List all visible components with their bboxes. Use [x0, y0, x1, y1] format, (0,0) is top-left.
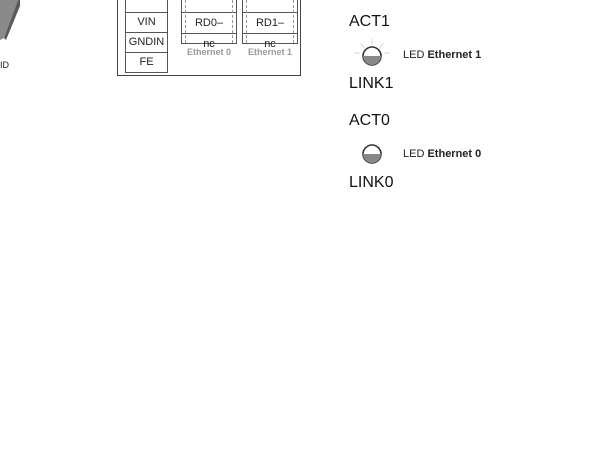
power-terminal-column: VIN GNDIN FE [125, 0, 168, 73]
led-glowing-icon [354, 39, 390, 66]
device-label: ID [0, 60, 9, 70]
link1-label: LINK1 [349, 75, 394, 92]
terminal-cell-gndin: GNDIN [126, 32, 167, 52]
led-ethernet1-description: LED Ethernet 1 [403, 49, 481, 61]
terminal-cell [243, 0, 297, 12]
ethernet0-terminal-column: RD0– nc [181, 0, 237, 50]
device-illustration [0, 0, 20, 40]
terminal-cell-rd0: RD0– [182, 12, 236, 33]
terminal-cell [182, 0, 236, 12]
link0-label: LINK0 [349, 174, 394, 191]
ethernet1-terminal-column: RD1– nc [242, 0, 298, 50]
terminal-cell-nc: nc [182, 33, 236, 54]
led-icon [362, 144, 382, 164]
act0-label: ACT0 [349, 112, 390, 129]
led-ethernet-name: Ethernet 1 [427, 49, 482, 61]
led-ethernet-name: Ethernet 0 [427, 148, 482, 160]
terminal-cell [126, 0, 167, 12]
terminal-cell-vin: VIN [126, 12, 167, 32]
ethernet0-caption: Ethernet 0 [186, 47, 231, 57]
led-prefix: LED [403, 148, 425, 160]
act1-label: ACT1 [349, 13, 390, 30]
terminal-cell-nc: nc [243, 33, 297, 54]
led-ethernet0-description: LED Ethernet 0 [403, 148, 481, 160]
ethernet1-caption: Ethernet 1 [247, 47, 292, 57]
terminal-cell-rd1: RD1– [243, 12, 297, 33]
terminal-cell-fe: FE [126, 52, 167, 72]
terminal-block-diagram: VIN GNDIN FE RD0– nc Ethernet 0 RD1– nc … [117, 0, 301, 76]
led-prefix: LED [403, 49, 425, 61]
